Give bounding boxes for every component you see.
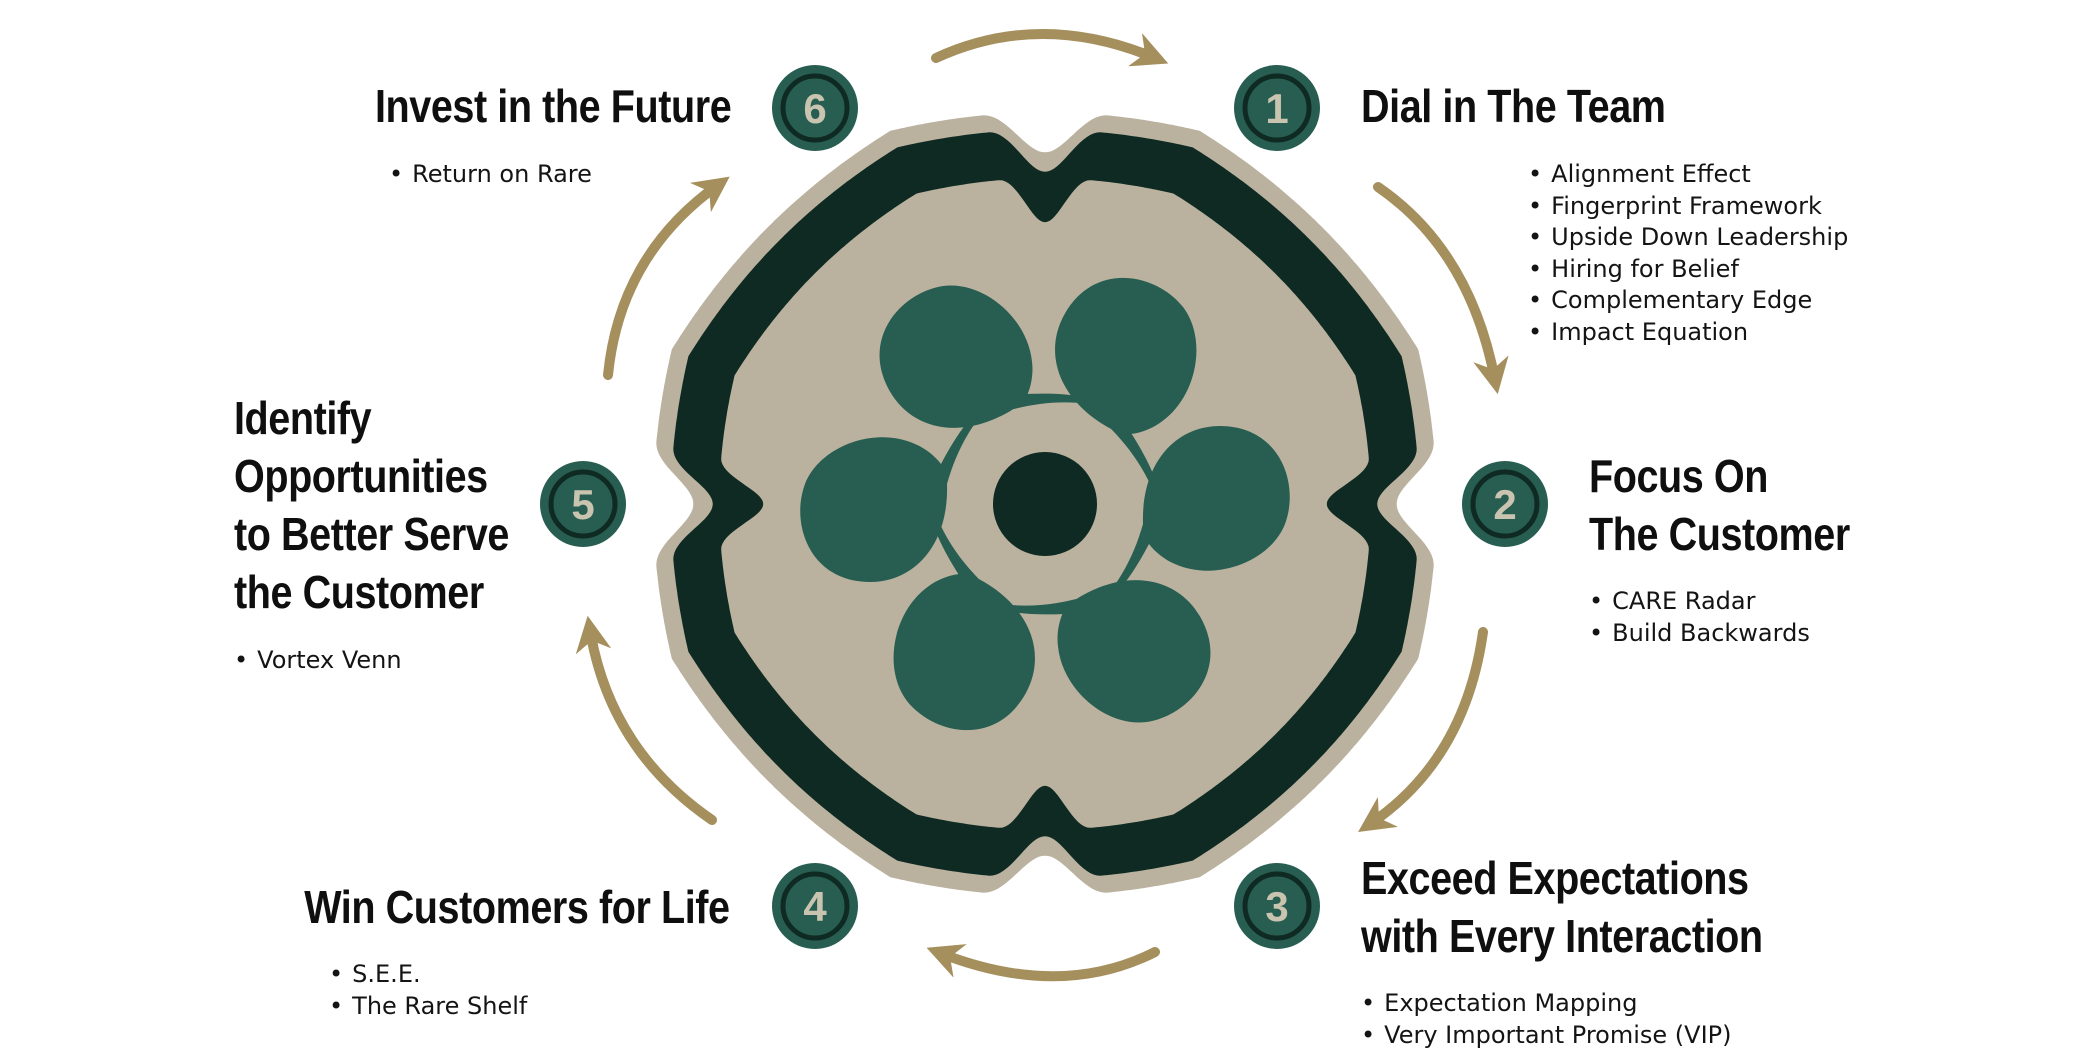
step-1-badge: 1 [1234,65,1320,151]
list-item: Return on Rare [389,159,592,191]
step-4-title: Win Customers for Life [304,881,731,933]
cycle-arrows [575,29,1509,982]
step-5-badge: 5 [540,461,626,547]
list-item: Alignment Effect [1528,159,1848,191]
step-number: 1 [1265,85,1288,132]
list-item: Very Important Promise (VIP) [1361,1020,1731,1052]
cycle-arrow [926,944,1160,982]
step-2-bullets: CARE Radar Build Backwards [1589,586,1810,649]
step-6-title: Invest in the Future [374,80,732,132]
step-4-bullets: S.E.E. The Rare Shelf [329,959,527,1022]
list-item: Complementary Edge [1528,285,1848,317]
leaf-shape [893,481,1035,730]
step-6-bullets: Return on Rare [389,159,592,191]
cycle-arrow [931,29,1169,67]
cycle-arrow [603,176,730,380]
step-3-title: Exceed Expectations with Every Interacti… [1361,852,1763,962]
list-item: Hiring for Belief [1528,254,1848,286]
step-3-bullets: Expectation Mapping Very Important Promi… [1361,988,1732,1052]
step-number: 3 [1265,883,1288,930]
step-1-bullets: Alignment Effect Fingerprint Framework U… [1528,159,1848,348]
step-2-badge: 2 [1462,461,1548,547]
list-item: Impact Equation [1528,317,1848,349]
step-6-badge: 6 [772,65,858,151]
step-1-title: Dial in The Team [1361,80,1666,132]
step-number: 5 [571,481,594,528]
cycle-arrow [1373,182,1509,395]
step-2-title: Focus On The Customer [1589,450,1850,560]
step-5-bullets: Vortex Venn [234,645,401,677]
list-item: Vortex Venn [234,645,401,677]
list-item: Upside Down Leadership [1528,222,1848,254]
list-item: Expectation Mapping [1361,988,1732,1020]
list-item: CARE Radar [1589,586,1810,618]
list-item: The Rare Shelf [329,991,527,1023]
list-item: Fingerprint Framework [1528,191,1848,223]
leaf-shape [965,580,1211,723]
list-item: S.E.E. [329,959,527,991]
cycle-arrow [575,615,717,825]
leaf-shape [800,389,1005,582]
cycle-arrow [1358,627,1488,833]
leaf-shape [1085,426,1290,619]
step-3-badge: 3 [1234,863,1320,949]
step-badges: 1 2 3 4 5 6 [540,65,1548,949]
step-4-badge: 4 [772,863,858,949]
list-item: Build Backwards [1589,618,1810,650]
step-number: 6 [803,85,826,132]
leaf-shape [1055,278,1197,527]
step-number: 2 [1493,481,1516,528]
step-5-title: Identify Opportunities to Better Serve t… [234,392,509,618]
step-number: 4 [803,883,827,930]
hub-circle [993,452,1097,556]
leaf-swirl [800,278,1290,730]
leaf-shape [879,285,1125,428]
